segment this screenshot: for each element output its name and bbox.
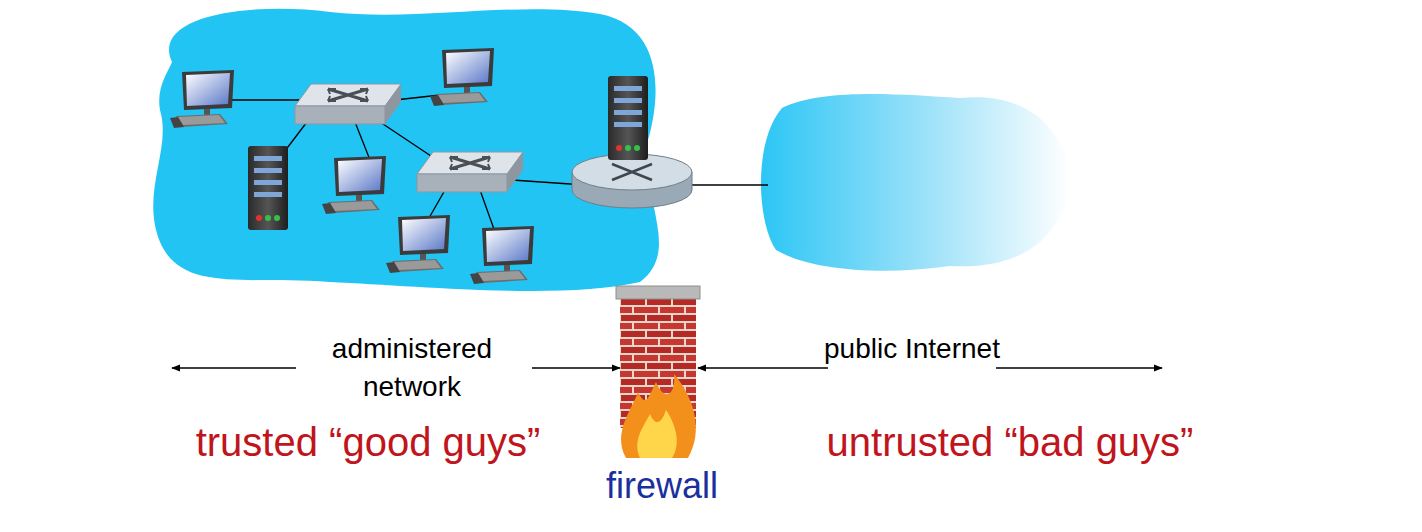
firewall-label-box: firewall bbox=[562, 464, 762, 508]
computer-icon bbox=[470, 226, 534, 284]
computer-icon bbox=[386, 215, 450, 273]
region-label-box: administered network bbox=[302, 330, 522, 406]
trust-label: trusted “good guys” bbox=[196, 418, 541, 466]
region-label: administered network bbox=[302, 330, 522, 406]
firewall-icon bbox=[616, 286, 700, 458]
trust-label-box: trusted “good guys” bbox=[128, 418, 608, 466]
server-icon bbox=[608, 76, 648, 160]
switch-icon bbox=[295, 84, 401, 124]
trust-label: untrusted “bad guys” bbox=[827, 418, 1194, 466]
region-label: public Internet bbox=[824, 330, 1000, 368]
administered-network-cloud bbox=[153, 9, 659, 291]
computer-icon bbox=[430, 48, 494, 106]
region-label-box: public Internet bbox=[812, 330, 1012, 368]
router-icon bbox=[572, 154, 692, 208]
server-icon bbox=[248, 146, 288, 230]
trust-label-box: untrusted “bad guys” bbox=[770, 418, 1250, 466]
switch-icon bbox=[417, 152, 523, 192]
computer-icon bbox=[322, 156, 386, 214]
internet-cloud bbox=[761, 94, 1072, 271]
computer-icon bbox=[170, 70, 234, 128]
extent-arrows bbox=[172, 367, 1162, 369]
firewall-label: firewall bbox=[606, 464, 718, 508]
